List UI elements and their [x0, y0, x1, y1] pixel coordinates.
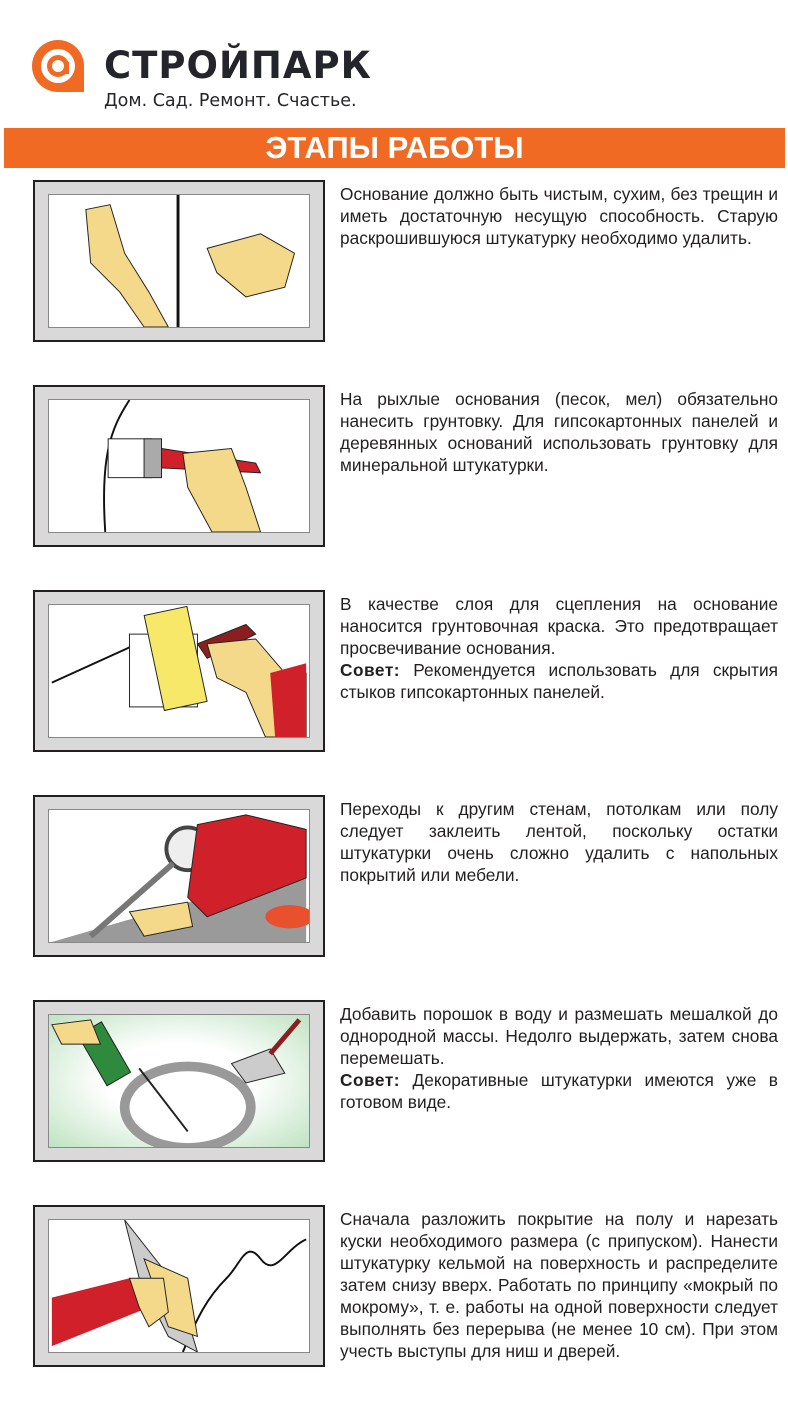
step-illustration [33, 590, 325, 752]
step-paragraph: Сначала разложить покрытие на полу и нар… [340, 1209, 778, 1361]
trowel-plastering-illustration [51, 1220, 307, 1352]
tip-text: Декоративные штукатурки имеются уже в го… [340, 1070, 778, 1112]
step-illustration [33, 385, 325, 547]
step-illustration [33, 1000, 325, 1162]
mixing-bucket-illustration [51, 1018, 302, 1147]
step-text: Переходы к другим стенам, потолкам или п… [340, 798, 778, 886]
step-text: Основание должно быть чистым, сухим, без… [340, 183, 778, 249]
priming-brush-illustration [103, 400, 262, 532]
step-2: На рыхлые основания (песок, мел) обязате… [0, 385, 788, 555]
step-paragraph: Переходы к другим стенам, потолкам или п… [340, 799, 778, 885]
step-5: Добавить порошок в воду и размешать меша… [0, 1000, 788, 1170]
step-paragraph: На рыхлые основания (песок, мел) обязате… [340, 389, 778, 475]
step-1: Основание должно быть чистым, сухим, без… [0, 180, 788, 350]
step-text: Сначала разложить покрытие на полу и нар… [340, 1208, 778, 1362]
paint-brush-illustration [51, 605, 307, 737]
tip-label: Совет: [340, 660, 401, 680]
step-text: В качестве слоя для сцепления на основан… [340, 593, 778, 703]
logo-icon [32, 40, 84, 92]
brand-name: СТРОЙПАРК [104, 44, 372, 87]
step-illustration [33, 180, 325, 342]
step-6: Сначала разложить покрытие на полу и нар… [0, 1205, 788, 1375]
step-text: На рыхлые основания (песок, мел) обязате… [340, 388, 778, 476]
tip-label: Совет: [340, 1070, 401, 1090]
step-illustration [33, 795, 325, 957]
step-3: В качестве слоя для сцепления на основан… [0, 590, 788, 760]
masking-tape-illustration [51, 814, 309, 942]
tip-text: Рекомендуется использовать для скрытия с… [340, 660, 778, 702]
page-title: ЭТАПЫ РАБОТЫ [4, 128, 785, 168]
brand-slogan: Дом. Сад. Ремонт. Счастье. [104, 91, 357, 111]
hands-checking-wall-illustration [85, 195, 296, 327]
step-illustration [33, 1205, 325, 1367]
step-paragraph: Добавить порошок в воду и размешать меша… [340, 1004, 778, 1068]
step-paragraph: В качестве слоя для сцепления на основан… [340, 594, 778, 658]
step-paragraph: Основание должно быть чистым, сухим, без… [340, 184, 778, 248]
step-paragraph: Совет: Декоративные штукатурки имеются у… [340, 1069, 778, 1113]
step-text: Добавить порошок в воду и размешать меша… [340, 1003, 778, 1113]
step-4: Переходы к другим стенам, потолкам или п… [0, 795, 788, 965]
step-paragraph: Совет: Рекомендуется использовать для ск… [340, 659, 778, 703]
